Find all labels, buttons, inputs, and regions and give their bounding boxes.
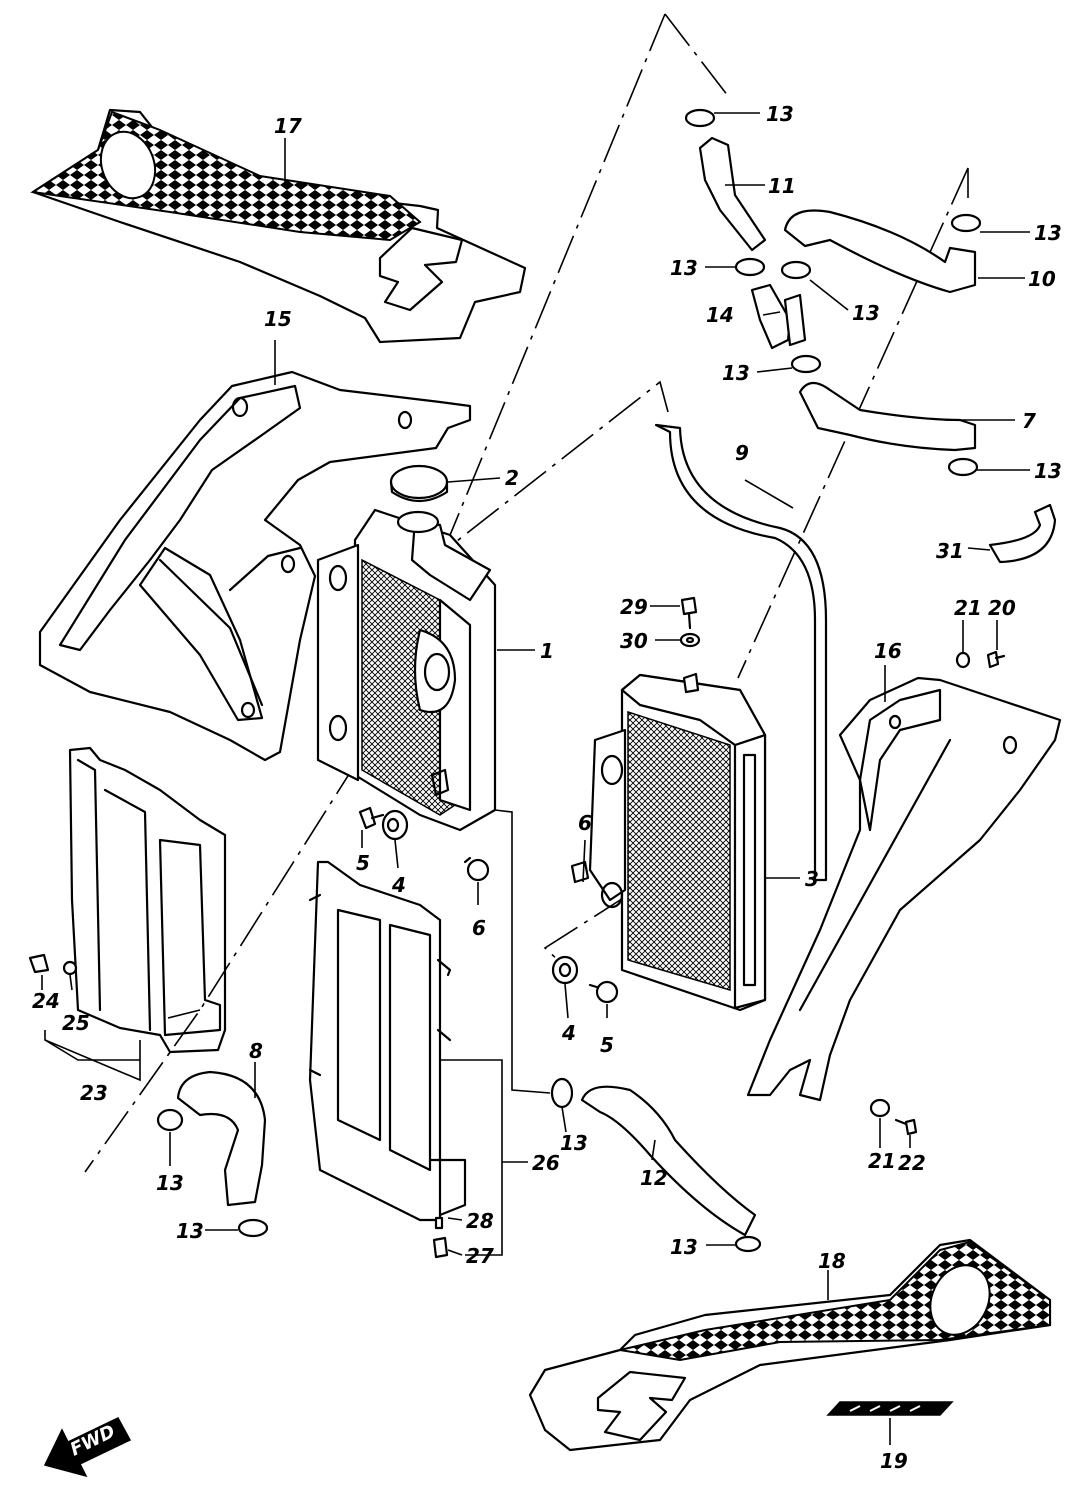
callout-3: 3: [805, 867, 819, 891]
callout-13i: 13: [176, 1219, 204, 1243]
callout-15: 15: [264, 307, 292, 331]
callout-27: 27: [466, 1244, 494, 1268]
callout-13d: 13: [852, 301, 880, 325]
callout-22: 22: [898, 1151, 926, 1175]
radiator-left: [316, 508, 497, 832]
bolt-29: [680, 596, 698, 630]
callout-28: 28: [466, 1209, 494, 1233]
callout-26: 26: [532, 1151, 560, 1175]
callout-13c: 13: [670, 256, 698, 280]
leader-lines: [41, 112, 1030, 1445]
callout-23: 23: [80, 1081, 108, 1105]
callout-31: 31: [936, 539, 964, 563]
radiator-louver-26: [308, 860, 467, 1222]
right-mount-hardware: [551, 860, 619, 1004]
callout-13e: 13: [722, 361, 750, 385]
shroud-decal-lower: [528, 1238, 1052, 1452]
callout-21b: 21: [868, 1149, 896, 1173]
hose-clamp-bracket: [988, 503, 1057, 564]
shroud-hardware-lower: [869, 1098, 918, 1136]
rmz-decal-19: [826, 1401, 954, 1416]
left-mount-hardware: [358, 806, 490, 882]
overflow-hose: [654, 423, 828, 882]
callout-5a: 5: [356, 851, 370, 875]
radiator-cap: [389, 464, 449, 503]
callout-4a: 4: [391, 873, 406, 897]
shroud-hardware-upper: [955, 650, 1006, 669]
callout-11: 11: [768, 174, 796, 198]
callout-30: 30: [620, 629, 648, 653]
callout-20: 20: [988, 596, 1016, 620]
callout-7: 7: [1022, 409, 1036, 433]
hose-10: [783, 209, 977, 294]
callout-13g: 13: [560, 1131, 588, 1155]
callout-24: 24: [32, 989, 60, 1013]
hose-8: [176, 1070, 267, 1207]
callout-9: 9: [735, 441, 749, 465]
callout-18: 18: [818, 1249, 846, 1273]
radiator-shroud-left: [38, 370, 472, 762]
callout-19: 19: [880, 1449, 908, 1473]
callout-6a: 6: [472, 916, 486, 940]
hose-joint-14: [750, 283, 807, 350]
callout-21a: 21: [954, 596, 982, 620]
hose-clamps: [156, 108, 982, 1253]
callout-17: 17: [274, 114, 302, 138]
callout-14: 14: [706, 303, 734, 327]
callout-6b: 6: [578, 811, 592, 835]
hose-11: [698, 136, 767, 252]
callout-13a: 13: [766, 102, 794, 126]
callout-labels: 1 2 3 4 4 5 5 6 6 7 8 9 10 11 12 13 13 1…: [32, 102, 1062, 1473]
fwd-arrow-icon: FWD: [43, 1417, 132, 1478]
shroud-decal-upper: [30, 108, 527, 344]
callout-1: 1: [540, 639, 554, 663]
callout-13h: 13: [156, 1171, 184, 1195]
callout-16: 16: [874, 639, 902, 663]
radiator-guard-23: [68, 746, 227, 1054]
callout-10: 10: [1028, 267, 1056, 291]
callout-25: 25: [62, 1011, 90, 1035]
fastener-27: [432, 1236, 449, 1259]
callout-2: 2: [505, 466, 519, 490]
callout-13f: 13: [1034, 459, 1062, 483]
callout-5b: 5: [600, 1033, 614, 1057]
callout-4b: 4: [561, 1021, 576, 1045]
radiator-shroud-right: [746, 676, 1062, 1102]
washer-30: [679, 632, 701, 648]
callout-29: 29: [620, 595, 648, 619]
clip-24: [28, 953, 50, 974]
callout-13j: 13: [670, 1235, 698, 1259]
hose-12: [580, 1085, 757, 1237]
radiator-right: [588, 672, 767, 1012]
nut-25: [62, 960, 78, 976]
callout-12: 12: [640, 1166, 668, 1190]
pin-28: [434, 1216, 444, 1230]
callout-8: 8: [249, 1039, 263, 1063]
callout-13b: 13: [1034, 221, 1062, 245]
hose-7: [798, 381, 977, 452]
